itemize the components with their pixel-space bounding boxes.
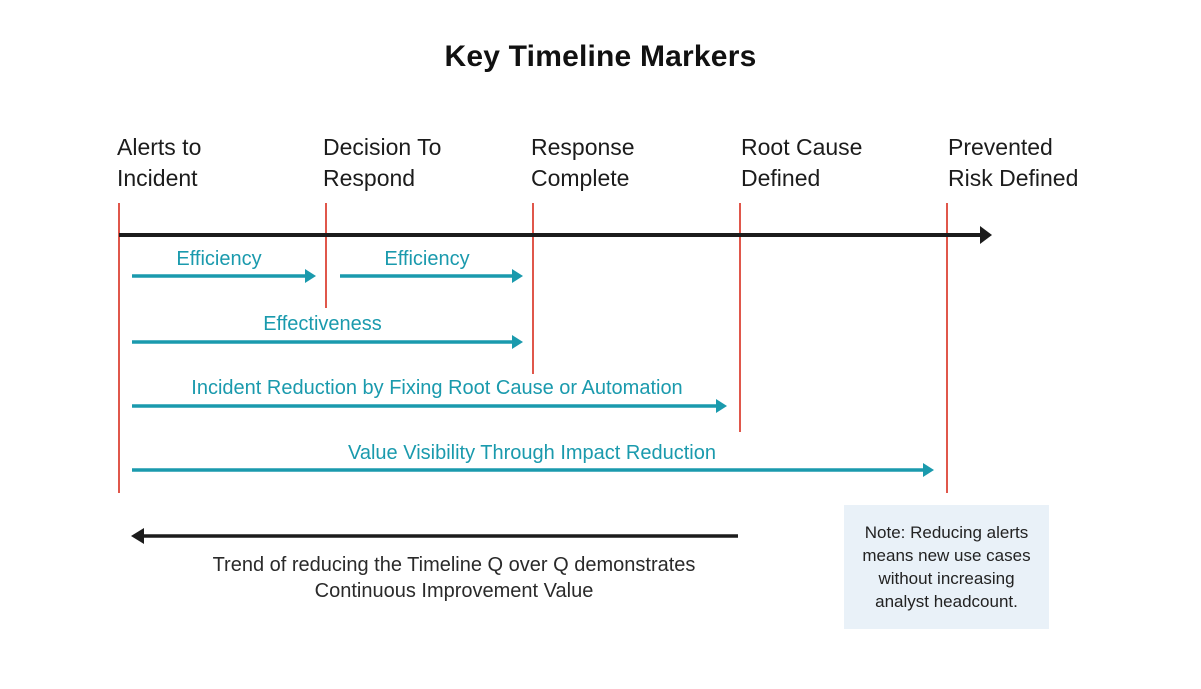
note-line: analyst headcount. [875, 592, 1018, 611]
segment-label-incident-reduction: Incident Reduction by Fixing Root Cause … [191, 377, 683, 399]
main-timeline-arrowhead [980, 226, 992, 244]
trend-arrow-head [131, 528, 144, 544]
diagram-title: Key Timeline Markers [444, 40, 757, 73]
marker-label-line: Decision To [323, 134, 442, 160]
marker-line-prevented-risk-defined [946, 203, 948, 493]
note-line: means new use cases [862, 546, 1031, 565]
trend-caption-line: Trend of reducing the Timeline Q over Q … [212, 554, 696, 576]
marker-label-decision-to-respond: Decision To Respond [323, 132, 441, 194]
marker-label-prevented-risk-defined: Prevented Risk Defined [948, 132, 1078, 194]
marker-label-line: Complete [531, 165, 630, 191]
segment-label-effectiveness: Effectiveness [263, 313, 382, 335]
marker-line-response-complete [532, 203, 534, 374]
incident-reduction-arrow-head [716, 399, 727, 413]
marker-label-line: Root Cause [741, 134, 863, 160]
trend-caption: Trend of reducing the Timeline Q over Q … [150, 552, 758, 604]
note-line: Note: Reducing alerts [864, 523, 1029, 542]
marker-label-line: Alerts to [117, 134, 202, 160]
marker-line-alerts-to-incident [118, 203, 120, 493]
marker-line-decision-to-respond [325, 203, 327, 308]
segment-label-efficiency-1: Efficiency [176, 248, 262, 270]
note-box: Note: Reducing alerts means new use case… [844, 505, 1049, 629]
marker-label-line: Respond [323, 165, 416, 191]
marker-label-response-complete: Response Complete [531, 132, 635, 194]
marker-label-line: Response [531, 134, 635, 160]
segment-label-value-visibility: Value Visibility Through Impact Reductio… [348, 442, 716, 464]
efficiency-arrow-1-head [305, 269, 316, 283]
segment-label-efficiency-2: Efficiency [384, 248, 470, 270]
value-visibility-arrow-head [923, 463, 934, 477]
marker-label-line: Prevented [948, 134, 1053, 160]
marker-label-line: Incident [117, 165, 198, 191]
marker-label-root-cause-defined: Root Cause Defined [741, 132, 862, 194]
note-text: Note: Reducing alerts means new use case… [844, 521, 1049, 613]
effectiveness-arrow-head [512, 335, 523, 349]
note-line: without increasing [878, 569, 1015, 588]
marker-line-root-cause-defined [739, 203, 741, 432]
marker-label-line: Risk Defined [948, 165, 1079, 191]
efficiency-arrow-2-head [512, 269, 523, 283]
marker-label-alerts-to-incident: Alerts to Incident [117, 132, 201, 194]
trend-caption-line: Continuous Improvement Value [314, 580, 594, 602]
marker-label-line: Defined [741, 165, 821, 191]
